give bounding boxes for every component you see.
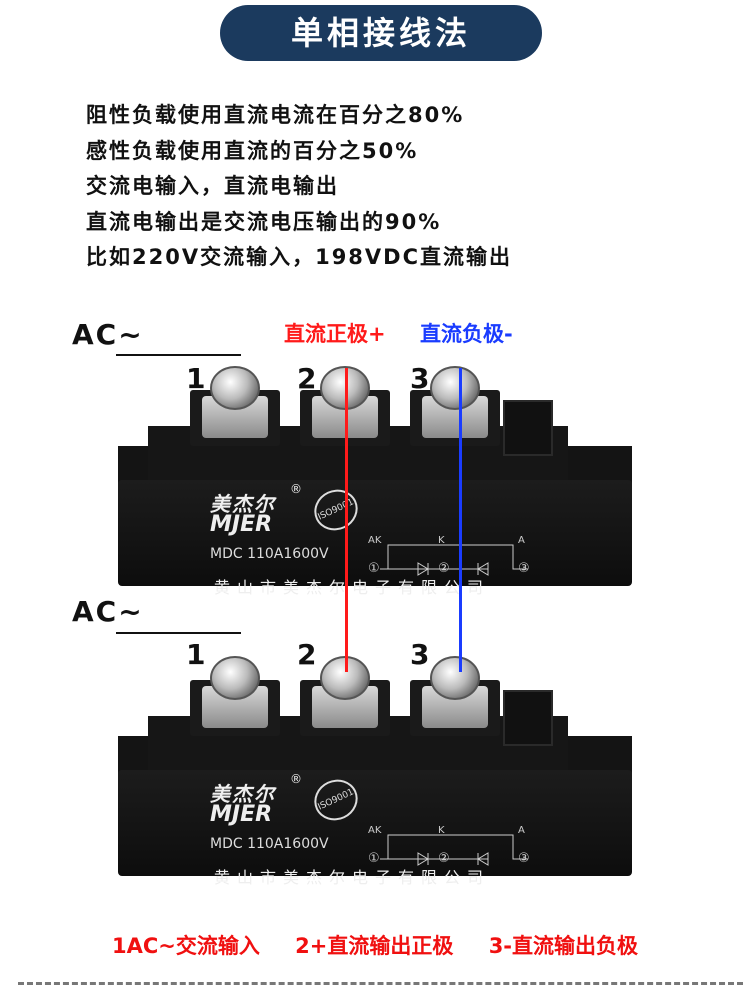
positive-wire <box>345 368 348 672</box>
rectifier-module: 美杰尔 ® MJER ISO9001 MDC 110A1600V AK K A … <box>118 360 632 600</box>
note: 感性负载使用直流的百分之50% <box>86 138 419 163</box>
note: 交流电输入，直流电输出 <box>86 174 339 198</box>
ac-label: AC~ <box>72 595 144 628</box>
note: 阻性负载使用直流电流在百分之80% <box>86 103 465 127</box>
brand-logo-en: MJER <box>210 802 273 827</box>
pin-label: A <box>518 535 525 546</box>
terminal-number: 1 <box>186 638 206 671</box>
registered-mark: ® <box>290 772 302 786</box>
diode-schematic: AK K A ① ② ③ <box>368 825 538 875</box>
registered-mark: ® <box>290 482 302 496</box>
terminal-number: 1 <box>186 362 206 395</box>
model-text: MDC 110A1600V <box>210 836 329 852</box>
legend-item: 3-直流输出负极 <box>488 934 639 958</box>
notes: 阻性负载使用直流电流在百分之80% 感性负载使用直流的百分之50% 交流电输入，… <box>86 100 512 278</box>
legend-item: 2+直流输出正极 <box>295 934 454 958</box>
screw-icon <box>430 656 480 700</box>
terminal-number: 3 <box>410 362 430 395</box>
screw-icon <box>210 656 260 700</box>
dc-positive-label: 直流正极+ <box>284 322 386 346</box>
pin-number: ① <box>368 561 380 576</box>
screw-icon <box>430 366 480 410</box>
company-name: 黄山市美杰尔电子有限公司 <box>214 868 491 887</box>
brand-logo: 美杰尔 <box>210 492 276 516</box>
pin-label: K <box>438 825 445 836</box>
model-text: MDC 110A1600V <box>210 546 329 562</box>
pin-label: K <box>438 535 445 546</box>
terminal-3 <box>410 656 500 736</box>
ac-label: AC~ <box>72 318 144 351</box>
legend-item: 1AC~交流输入 <box>111 934 260 958</box>
connector <box>503 690 553 746</box>
note: 直流电输出是交流电压输出的90% <box>86 209 442 234</box>
pin-label: AK <box>368 825 382 836</box>
terminal-3 <box>410 366 500 446</box>
diode-schematic: AK K A ① ② ③ <box>368 535 538 585</box>
terminal-2 <box>300 656 390 736</box>
pin-number: ① <box>368 851 380 866</box>
brand-logo: 美杰尔 <box>210 782 276 806</box>
terminal-number: 2 <box>297 362 317 395</box>
pin-number: ② <box>438 851 450 866</box>
note: 比如220V交流输入，198VDC直流输出 <box>86 245 513 269</box>
terminal-number: 2 <box>297 638 317 671</box>
negative-wire <box>459 368 462 672</box>
pin-label: A <box>518 825 525 836</box>
ac-line <box>116 632 241 634</box>
dashed-divider <box>18 982 743 985</box>
pin-number: ③ <box>518 561 530 576</box>
title-banner: 单相接线法 <box>220 5 542 61</box>
company-name: 黄山市美杰尔电子有限公司 <box>214 578 491 597</box>
brand-logo-en: MJER <box>210 512 273 537</box>
rectifier-module: 美杰尔 ® MJER ISO9001 MDC 110A1600V AK K A … <box>118 650 632 890</box>
pin-number: ② <box>438 561 450 576</box>
terminal-1 <box>190 656 280 736</box>
ac-line <box>116 354 241 356</box>
pin-number: ③ <box>518 851 530 866</box>
screw-icon <box>210 366 260 410</box>
dc-negative-label: 直流负极- <box>420 322 513 346</box>
terminal-1 <box>190 366 280 446</box>
terminal-number: 3 <box>410 638 430 671</box>
pin-label: AK <box>368 535 382 546</box>
connector <box>503 400 553 456</box>
legend: 1AC~交流输入 2+直流输出正极 3-直流输出负极 <box>0 930 750 960</box>
